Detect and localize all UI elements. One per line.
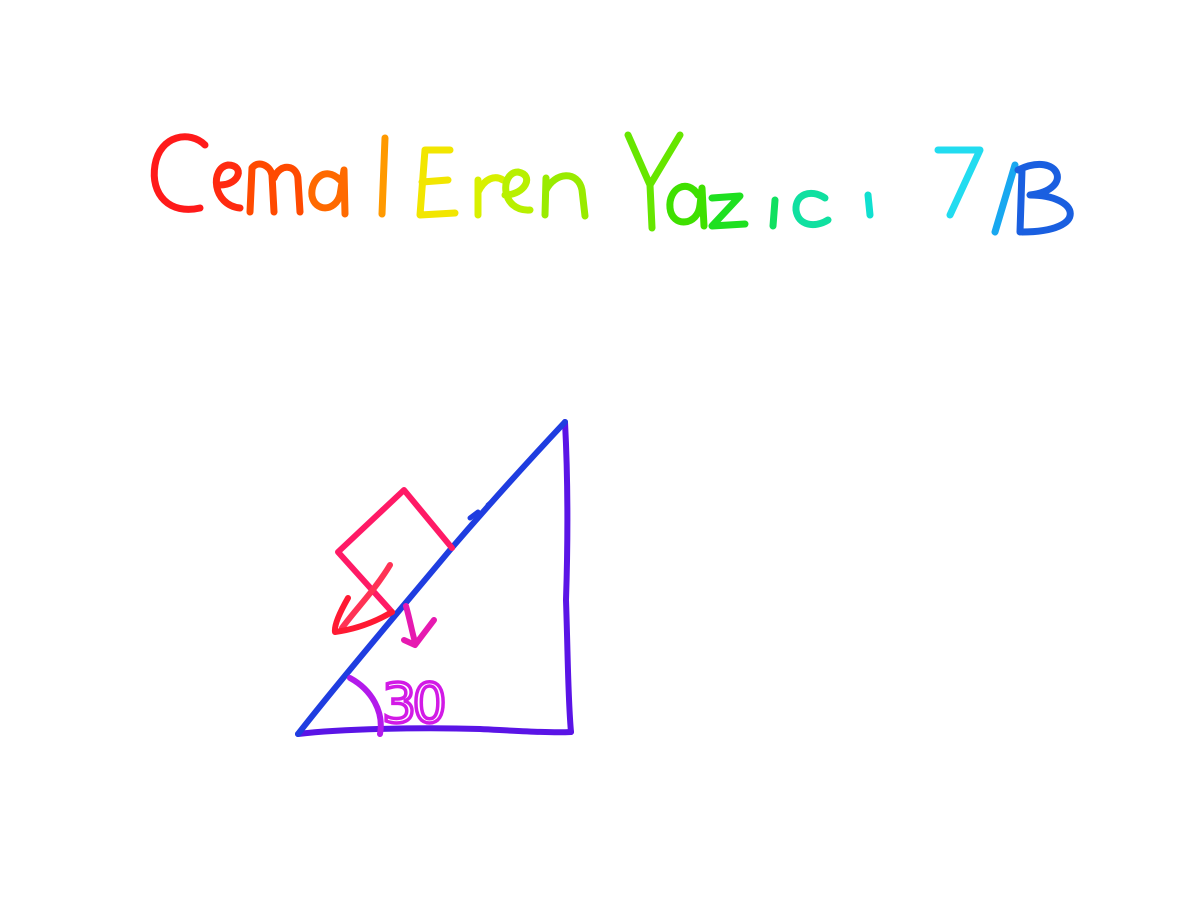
title-letter-i [769, 196, 779, 230]
title-letter-e2 [501, 168, 534, 214]
title-slash [991, 161, 1019, 236]
title-letter-B [1014, 161, 1074, 236]
normal-arrow-head [401, 617, 437, 648]
triangle-base [295, 725, 574, 737]
triangle-vertical-side [562, 419, 574, 735]
weight-arrow-shaft [339, 562, 393, 631]
title-letter-E [416, 146, 459, 219]
title-letter-a [308, 166, 349, 218]
title-letter-i2 [864, 191, 874, 219]
hypotenuse-tick-mark [467, 497, 497, 521]
title-letter-a2 [666, 182, 708, 230]
normal-arrow-shaft [403, 603, 418, 645]
title-letter-r [474, 174, 507, 219]
right-triangle [295, 419, 574, 737]
block-outline [335, 487, 455, 615]
handwritten-title [150, 131, 1074, 236]
angle-arc [347, 675, 384, 737]
block-on-incline [335, 487, 455, 615]
title-letter-z [708, 192, 749, 230]
title-letter-c [150, 133, 209, 213]
title-letter-l [378, 134, 389, 218]
title-letter-n [541, 172, 589, 220]
title-digit-7 [934, 146, 984, 219]
title-letter-Y [624, 131, 684, 232]
weight-arrow-head [331, 595, 395, 635]
angle-label: 30 [382, 672, 443, 735]
normal-arrow [401, 603, 437, 648]
weight-arrow [331, 562, 395, 635]
title-letter-m [246, 160, 304, 216]
title-letter-e [212, 161, 244, 212]
title-letter-c2 [792, 189, 832, 229]
triangle-hypotenuse [295, 419, 568, 737]
